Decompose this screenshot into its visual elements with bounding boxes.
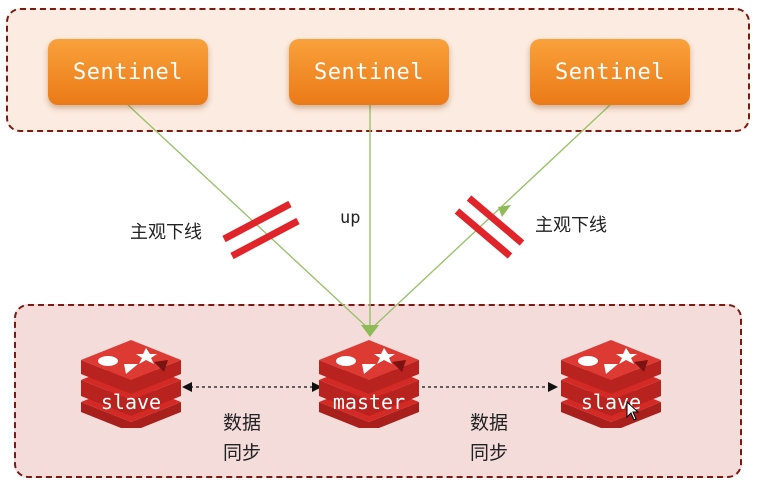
sentinel-1-link — [127, 104, 371, 331]
sync-label-right: 数据 同步 — [470, 408, 508, 468]
redis-slave-left: slave — [78, 340, 184, 428]
cut-mark-left-icon — [222, 200, 300, 260]
sync-arrow-left — [182, 382, 322, 392]
redis-logo-icon — [561, 340, 661, 428]
master-arrowhead-icon — [361, 325, 379, 337]
master-label: master — [332, 390, 406, 414]
cut-mark-right-icon — [454, 195, 525, 259]
mouse-cursor-icon — [626, 401, 640, 421]
sync-right-line-1: 数据 — [470, 412, 509, 434]
redis-slave-right: slave — [558, 340, 664, 428]
sync-right-line-2: 同步 — [470, 442, 509, 464]
subjective-down-label-left: 主观下线 — [130, 222, 202, 243]
sync-left-line-1: 数据 — [223, 412, 262, 434]
sync-arrow-right — [422, 382, 558, 392]
slave-left-label: slave — [100, 390, 162, 414]
sync-label-left: 数据 同步 — [223, 408, 261, 468]
sentinel-node-2: Sentinel — [289, 39, 449, 105]
sentinel-node-3: Sentinel — [530, 39, 690, 105]
sentinel-node-1: Sentinel — [48, 39, 208, 105]
up-label: up — [340, 208, 361, 228]
subjective-down-label-right: 主观下线 — [535, 215, 607, 236]
redis-master: master — [316, 340, 422, 428]
redis-logo-icon — [81, 340, 181, 428]
slave-right-label: slave — [580, 390, 642, 414]
redis-logo-icon — [319, 340, 419, 428]
right-arrowhead-icon — [498, 205, 511, 217]
sync-left-line-2: 同步 — [223, 442, 262, 464]
